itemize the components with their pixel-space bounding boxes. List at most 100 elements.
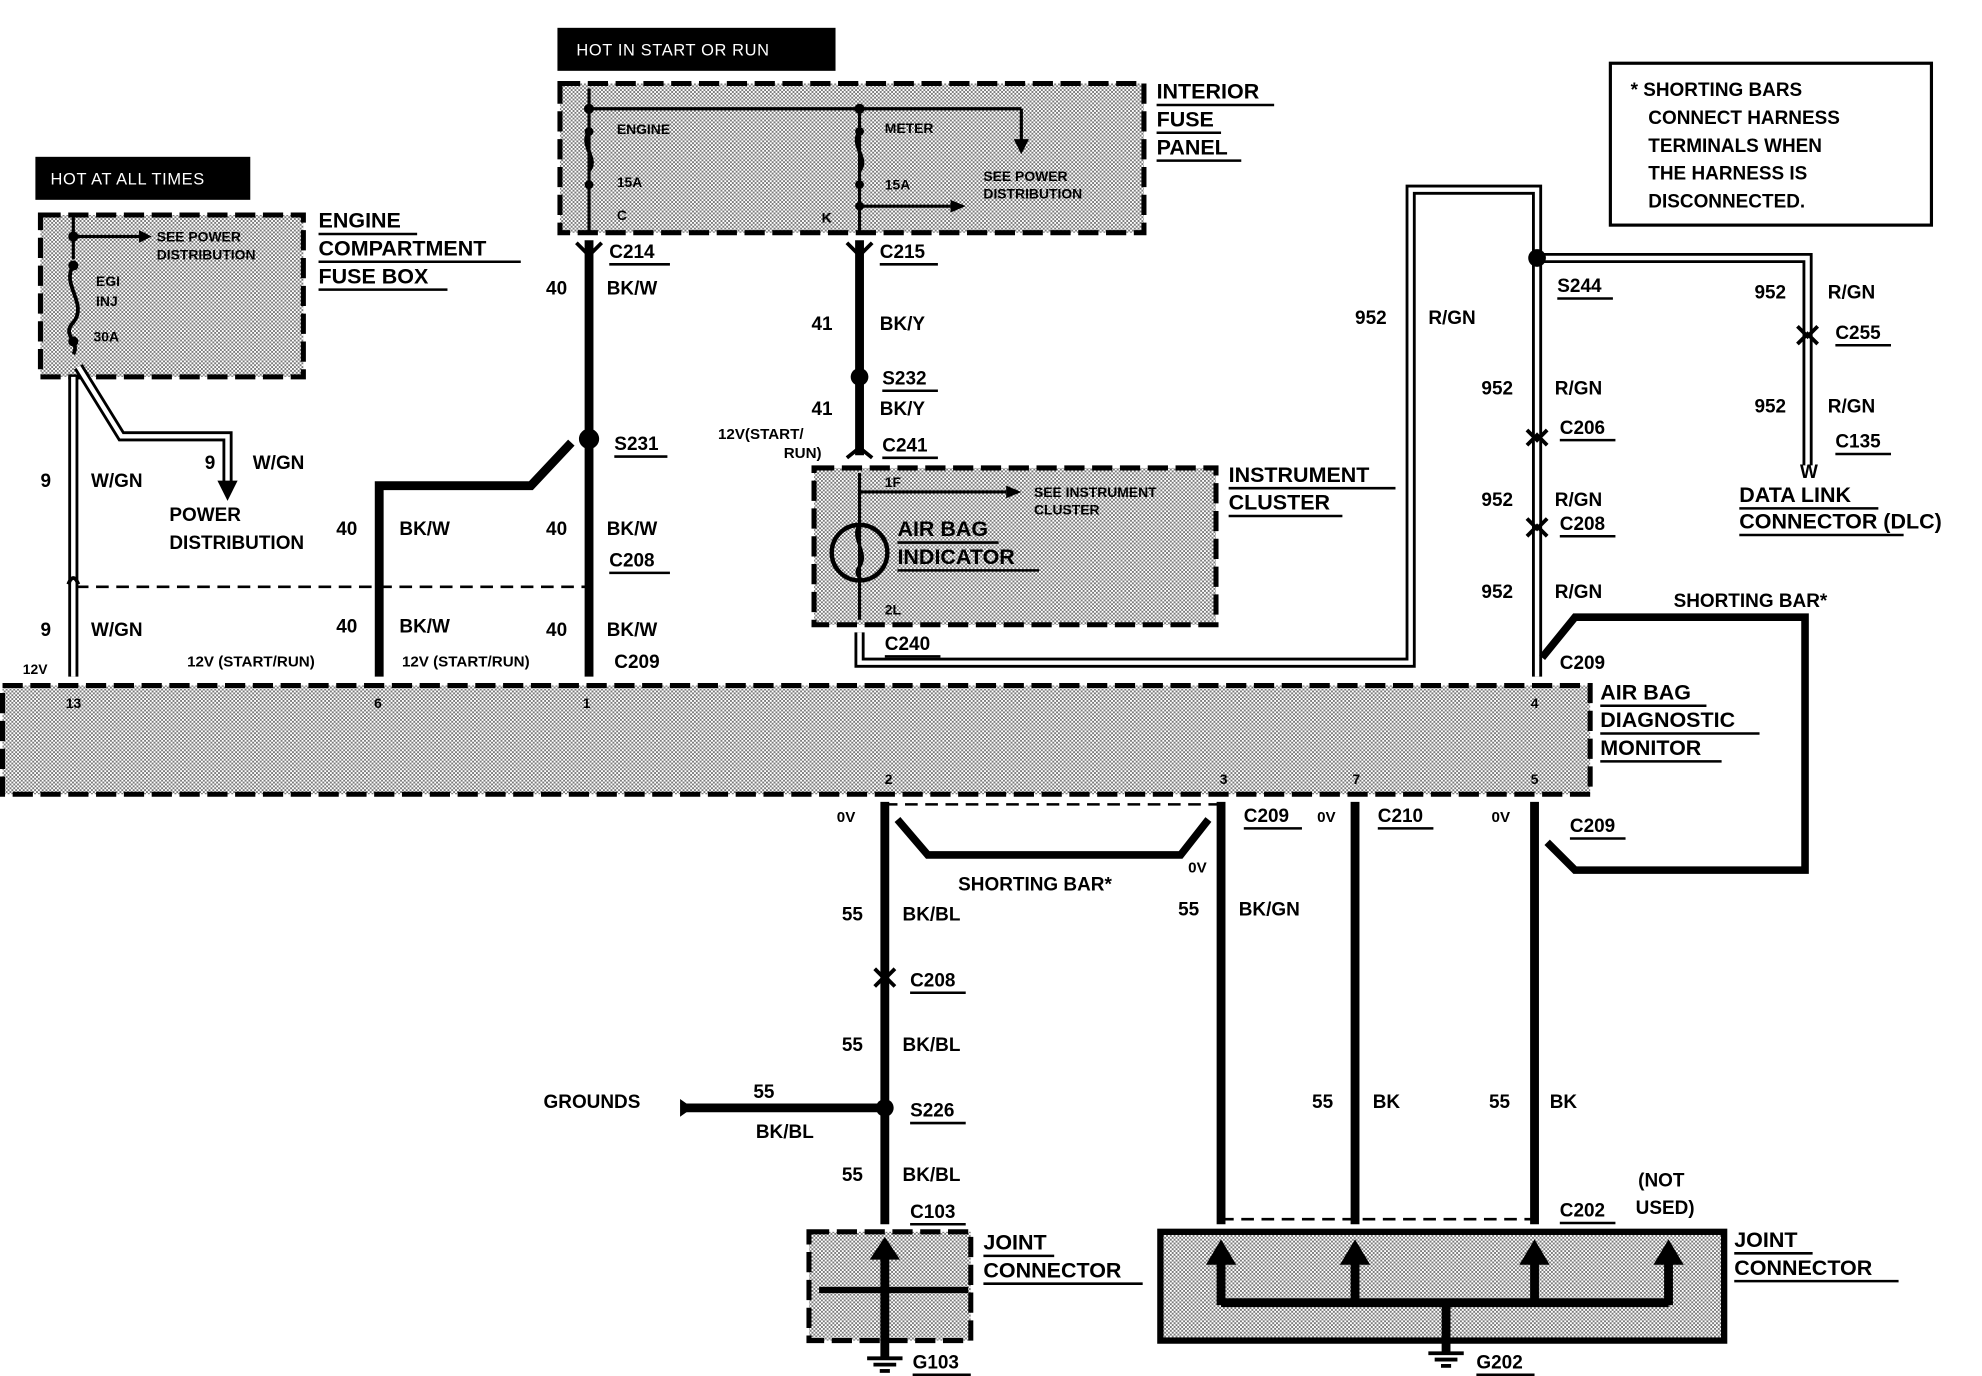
svg-text:55: 55 xyxy=(1312,1092,1334,1113)
joint-connector-right-title: JOINT CONNECTOR xyxy=(1734,1228,1899,1283)
svg-text:METER: METER xyxy=(885,120,934,136)
svg-text:C209: C209 xyxy=(614,652,659,673)
svg-text:952: 952 xyxy=(1754,282,1786,303)
svg-text:CLUSTER: CLUSTER xyxy=(1034,502,1100,518)
svg-text:BK/GN: BK/GN xyxy=(1239,900,1300,921)
svg-text:FUSE BOX: FUSE BOX xyxy=(319,264,429,288)
svg-text:CLUSTER: CLUSTER xyxy=(1229,491,1331,515)
svg-text:W/GN: W/GN xyxy=(91,620,143,641)
svg-text:SHORTING BAR*: SHORTING BAR* xyxy=(1674,591,1828,612)
svg-text:ENGINE: ENGINE xyxy=(319,209,401,233)
svg-text:C209: C209 xyxy=(1560,653,1605,674)
svg-text:RUN): RUN) xyxy=(784,445,822,462)
svg-text:C208: C208 xyxy=(1560,514,1605,535)
arrow-right-icon xyxy=(950,199,966,213)
svg-text:40: 40 xyxy=(546,279,567,300)
svg-text:W/GN: W/GN xyxy=(253,453,305,474)
svg-text:6: 6 xyxy=(374,695,382,711)
svg-text:3: 3 xyxy=(1220,771,1228,787)
svg-text:BK/Y: BK/Y xyxy=(880,399,926,420)
svg-text:40: 40 xyxy=(546,519,567,540)
svg-text:7: 7 xyxy=(1353,771,1361,787)
arrow-down-icon xyxy=(217,480,238,501)
diagnostic-monitor-title: AIR BAG DIAGNOSTIC MONITOR xyxy=(1600,680,1760,763)
connector-pin-icon xyxy=(66,576,81,586)
svg-text:C206: C206 xyxy=(1560,418,1605,439)
interior-fuse-panel: ENGINE 15A C METER 15A K SEE POWER DISTR… xyxy=(557,80,1147,236)
svg-text:BK/W: BK/W xyxy=(607,279,658,300)
svg-text:HOT AT ALL TIMES: HOT AT ALL TIMES xyxy=(51,171,205,189)
svg-text:C: C xyxy=(617,207,627,223)
svg-text:BK/W: BK/W xyxy=(399,519,450,540)
arrow-down-icon xyxy=(1013,139,1029,155)
svg-text:R/GN: R/GN xyxy=(1428,308,1475,329)
svg-text:DISTRIBUTION: DISTRIBUTION xyxy=(169,533,304,554)
instrument-cluster: 1F 2L SEE INSTRUMENT CLUSTER AIR BAG IND… xyxy=(811,465,1219,628)
splice-s226 xyxy=(875,1099,894,1117)
svg-text:15A: 15A xyxy=(617,174,642,190)
svg-text:0V: 0V xyxy=(1317,809,1336,826)
engine-fuse-box-title: ENGINE COMPARTMENT FUSE BOX xyxy=(318,209,521,291)
svg-text:G103: G103 xyxy=(913,1352,959,1373)
svg-text:C135: C135 xyxy=(1835,432,1881,453)
air-bag-diagnostic-monitor: 13 6 1 4 2 3 7 5 xyxy=(0,682,1593,797)
svg-text:40: 40 xyxy=(336,616,357,637)
svg-text:COMPARTMENT: COMPARTMENT xyxy=(319,236,487,260)
arrow-right-icon xyxy=(139,230,152,243)
svg-text:W: W xyxy=(1800,462,1818,483)
svg-text:JOINT: JOINT xyxy=(1734,1228,1797,1252)
note-box: * SHORTING BARS CONNECT HARNESS TERMINAL… xyxy=(1608,61,1934,227)
svg-text:GROUNDS: GROUNDS xyxy=(544,1092,641,1113)
svg-text:AIR BAG: AIR BAG xyxy=(1600,680,1691,704)
svg-text:952: 952 xyxy=(1355,308,1387,329)
svg-text:SEE POWER: SEE POWER xyxy=(983,168,1067,184)
svg-text:BK/W: BK/W xyxy=(399,616,450,637)
svg-text:CONNECTOR (DLC): CONNECTOR (DLC) xyxy=(1739,510,1941,534)
arrow-right-icon xyxy=(680,1099,693,1117)
arrow-up-icon xyxy=(1205,1239,1237,1265)
svg-text:INSTRUMENT: INSTRUMENT xyxy=(1229,463,1370,487)
svg-text:55: 55 xyxy=(1178,900,1200,921)
svg-text:55: 55 xyxy=(842,1035,864,1056)
svg-text:4: 4 xyxy=(1531,695,1539,711)
wire-55-bkbl xyxy=(680,801,897,1225)
svg-text:S226: S226 xyxy=(910,1101,954,1122)
svg-text:(NOT: (NOT xyxy=(1638,1170,1685,1191)
svg-text:ENGINE: ENGINE xyxy=(617,121,670,137)
ground-icon xyxy=(1428,1351,1464,1368)
wire-9-wgn xyxy=(66,364,238,677)
svg-text:C210: C210 xyxy=(1378,806,1423,827)
svg-text:USED): USED) xyxy=(1636,1198,1695,1219)
svg-text:1: 1 xyxy=(583,695,591,711)
svg-text:DISCONNECTED.: DISCONNECTED. xyxy=(1648,191,1805,212)
svg-text:9: 9 xyxy=(40,471,51,492)
arrow-right-icon xyxy=(1006,485,1022,499)
svg-text:BK/W: BK/W xyxy=(607,519,658,540)
svg-text:G202: G202 xyxy=(1476,1352,1522,1373)
arrow-up-icon xyxy=(869,1236,900,1260)
wire-952-rgn xyxy=(854,184,1820,677)
svg-text:EGI: EGI xyxy=(96,273,120,289)
engine-compartment-fuse-box: SEE POWER DISTRIBUTION EGI INJ 30A xyxy=(37,212,306,380)
svg-text:952: 952 xyxy=(1481,490,1513,511)
shorting-bar-left xyxy=(894,817,1212,859)
wire-40-bkw xyxy=(374,240,604,677)
svg-text:MONITOR: MONITOR xyxy=(1600,736,1702,760)
svg-text:AIR BAG: AIR BAG xyxy=(897,517,988,541)
svg-text:952: 952 xyxy=(1481,379,1513,400)
svg-text:952: 952 xyxy=(1481,582,1513,603)
svg-text:R/GN: R/GN xyxy=(1555,582,1602,603)
svg-text:HOT IN START OR RUN: HOT IN START OR RUN xyxy=(576,42,769,60)
splice-s244 xyxy=(1528,249,1546,267)
svg-text:R/GN: R/GN xyxy=(1555,379,1602,400)
arrow-up-icon xyxy=(1339,1239,1371,1265)
svg-text:SEE INSTRUMENT: SEE INSTRUMENT xyxy=(1034,484,1157,500)
svg-text:41: 41 xyxy=(812,399,834,420)
arrow-up-icon xyxy=(1653,1239,1684,1265)
svg-text:C209: C209 xyxy=(1244,806,1289,827)
svg-text:INTERIOR: INTERIOR xyxy=(1157,80,1260,104)
svg-text:R/GN: R/GN xyxy=(1555,490,1602,511)
svg-text:41: 41 xyxy=(812,314,834,335)
svg-text:12V(START/: 12V(START/ xyxy=(718,426,804,443)
splice-s232 xyxy=(850,368,869,386)
